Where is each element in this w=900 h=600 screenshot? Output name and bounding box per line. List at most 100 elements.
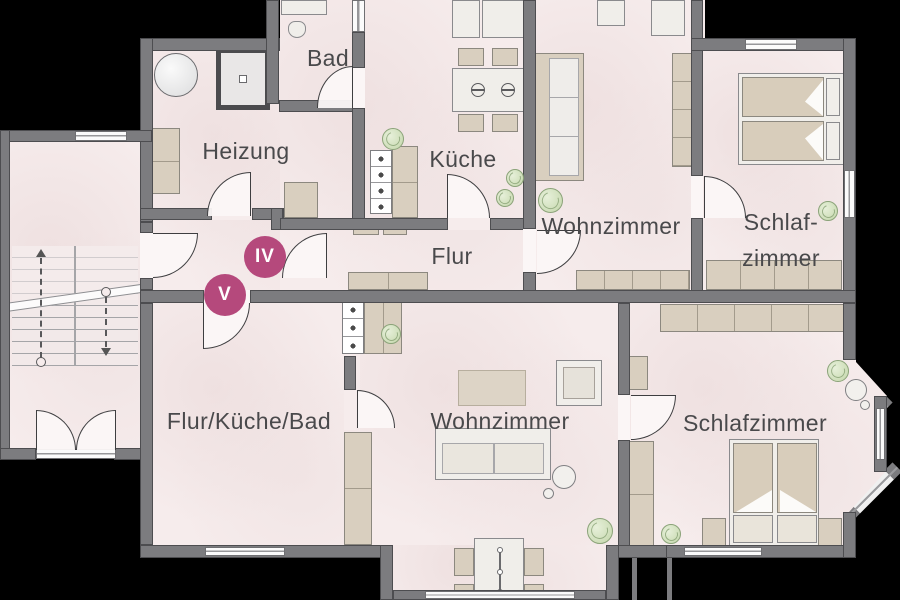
window: [684, 547, 762, 556]
plant-icon: [818, 201, 838, 221]
wardrobe-left-col: [628, 441, 654, 547]
floor-schlafzimmer-bottom: [625, 298, 887, 553]
plant-icon: [381, 324, 401, 344]
floor-flur-kueche-bad: [148, 298, 366, 553]
nightstand: [818, 518, 842, 548]
plant-icon: [382, 128, 404, 150]
mattress: [733, 443, 773, 513]
wall: [140, 222, 153, 233]
room-label-line: zimmer: [742, 245, 820, 271]
pillow: [826, 122, 840, 160]
window: [75, 131, 127, 141]
unit-badge-v: V: [204, 274, 246, 316]
wall: [618, 440, 630, 547]
chair: [458, 114, 484, 132]
wall: [140, 38, 280, 51]
wardrobe-top-bedroom: [706, 260, 842, 290]
window: [844, 170, 855, 218]
stair-arrow-down-icon: [101, 348, 111, 356]
pillow: [826, 78, 840, 116]
door-opening: [448, 218, 490, 230]
blanket-fold: [736, 490, 772, 512]
side-table-knob: [860, 400, 870, 410]
toilet: [288, 21, 306, 38]
room-label-flur: Flur: [431, 243, 473, 269]
coffee-table-top: [597, 0, 625, 26]
sofa-top: [534, 53, 584, 181]
blanket-fold: [805, 80, 823, 116]
chair: [492, 48, 518, 66]
wall: [523, 0, 536, 229]
door-opening: [691, 176, 703, 218]
side-table: [845, 379, 867, 401]
wall: [843, 512, 856, 558]
stove-upper: [370, 150, 392, 214]
tall-cabinet-fkb: [344, 432, 372, 545]
mattress: [742, 121, 824, 161]
blanket-fold: [780, 490, 816, 512]
room-label-wohnzimmer-bottom: Wohnzimmer: [430, 408, 570, 434]
door-opening: [523, 229, 536, 272]
table-dot: [497, 569, 503, 575]
window: [205, 547, 285, 556]
stair-arrow-up-start: [36, 357, 46, 367]
door-opening: [140, 233, 153, 278]
room-label-wohnzimmer-top: Wohnzimmer: [541, 213, 681, 239]
dining-table-upper: [452, 68, 530, 112]
wall: [618, 303, 630, 395]
shower-drain: [239, 75, 247, 83]
wall: [140, 290, 204, 303]
blanket-fold: [805, 124, 823, 160]
dining-table-lower: [474, 538, 524, 600]
stair-arrow-up-icon: [36, 249, 46, 257]
sofa-cushions: [442, 443, 544, 474]
room-label-flur-kueche-bad: Flur/Küche/Bad: [166, 408, 332, 434]
room-label-schlafzimmer-bottom: Schlafzimmer: [682, 410, 828, 436]
wall: [352, 108, 365, 220]
pillow: [733, 515, 773, 543]
wall: [380, 545, 393, 600]
room-label-kueche: Küche: [429, 146, 497, 172]
exterior-notch: [632, 558, 672, 600]
window: [352, 0, 365, 32]
wall: [843, 303, 856, 360]
window: [745, 39, 797, 50]
kitchen-sink-top-1: [452, 0, 480, 38]
table-dot: [497, 547, 503, 553]
stair-arrow-down-line: [105, 297, 107, 347]
boiler-tank: [154, 53, 198, 97]
room-label-bad: Bad: [306, 45, 350, 71]
wall: [140, 303, 153, 545]
kitchen-counter-upper: [392, 146, 418, 218]
chair: [524, 548, 544, 576]
armchair-cushion: [563, 367, 595, 399]
wall: [250, 290, 856, 303]
door-opening: [618, 395, 630, 440]
pillow: [777, 515, 817, 543]
chair: [454, 548, 474, 576]
plant-icon: [661, 524, 681, 544]
window: [876, 408, 885, 460]
chair: [492, 114, 518, 132]
side-table: [552, 465, 576, 489]
chair: [458, 48, 484, 66]
wall: [140, 208, 212, 220]
stair-arrow-up-line: [40, 258, 42, 358]
room-label-schlafzimmer-top: Schlaf- zimmer: [742, 204, 820, 276]
sofa-cushions: [549, 58, 579, 176]
rug: [458, 370, 526, 406]
stove-lower: [342, 300, 364, 354]
door-opening: [344, 390, 356, 430]
mattress: [742, 77, 824, 117]
stair-arrow-down-start: [101, 287, 111, 297]
unit-badge-iv: IV: [244, 236, 286, 278]
plant-icon: [506, 169, 524, 187]
floor-wohnzimmer-bottom: [360, 298, 628, 548]
room-label-line: Schlaf-: [743, 209, 819, 235]
plant-icon: [587, 518, 613, 544]
tv-cabinet: [651, 0, 685, 36]
wall: [352, 32, 365, 68]
table-screw: [501, 83, 515, 97]
room-label-heizung: Heizung: [202, 138, 290, 164]
bathtub: [281, 0, 327, 15]
